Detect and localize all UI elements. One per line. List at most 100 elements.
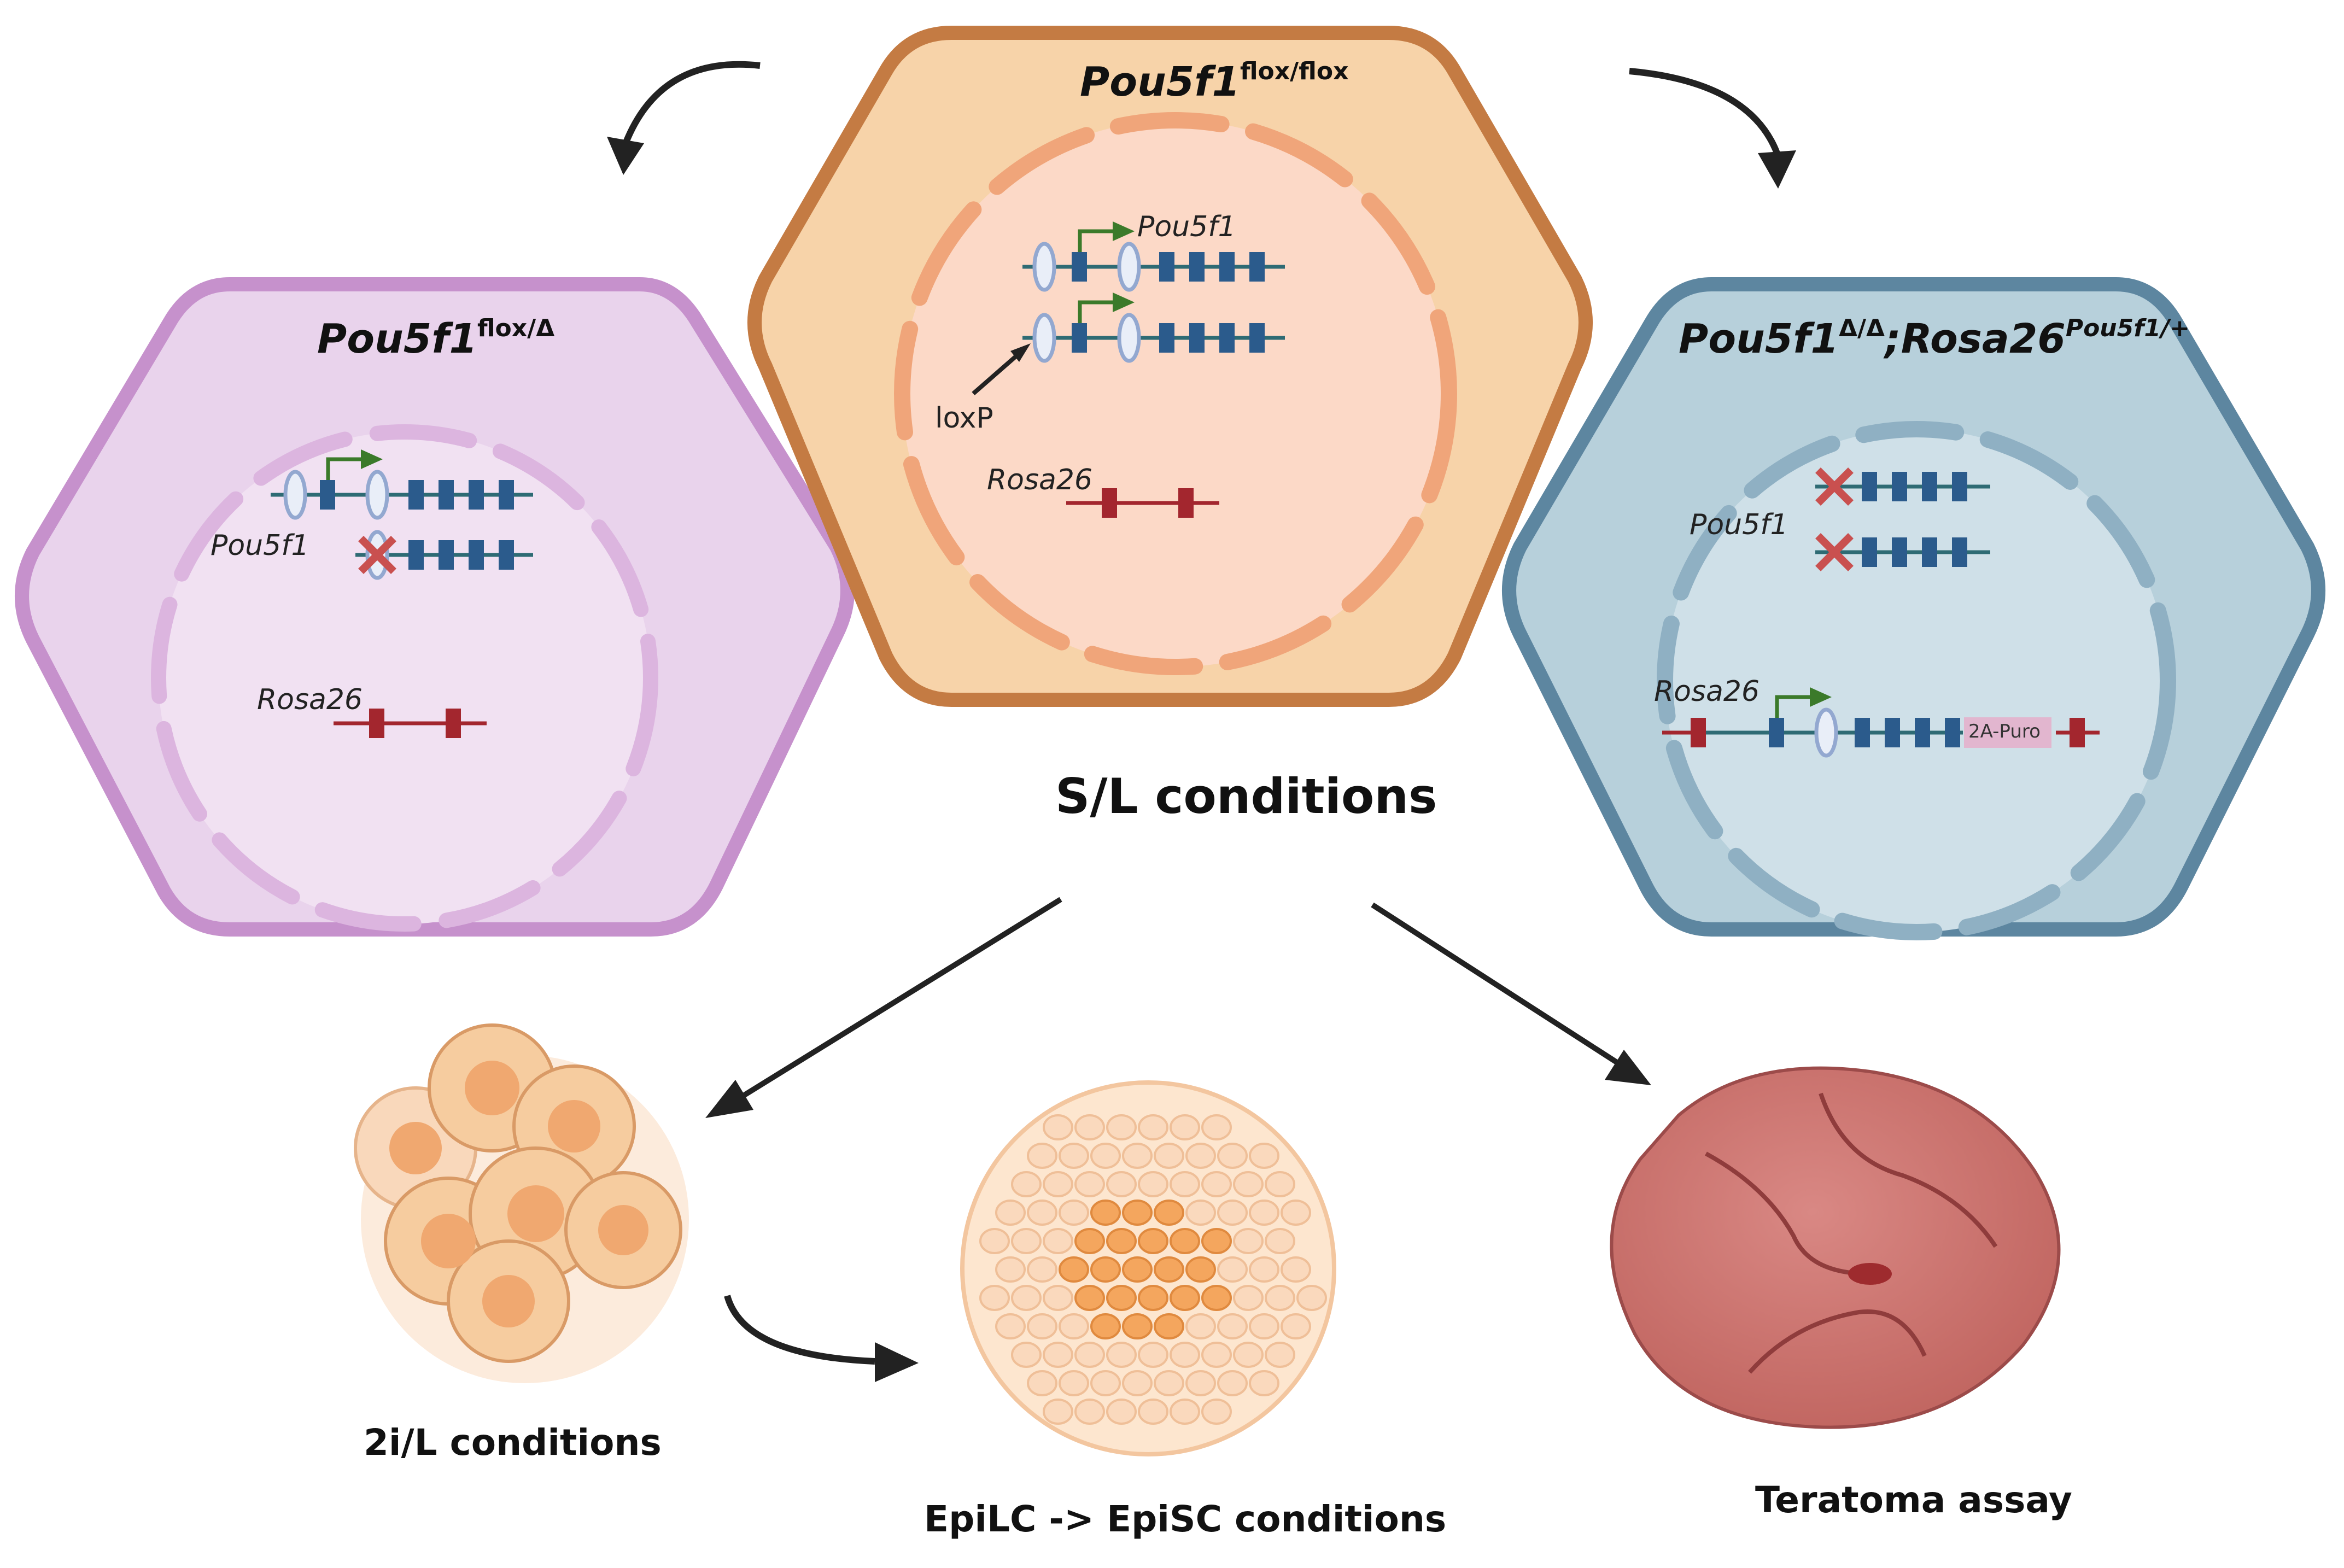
episc-cell — [1027, 1370, 1057, 1396]
episc-cell — [1074, 1114, 1105, 1140]
cell-center-rosa-label: Rosa26 — [987, 464, 1093, 496]
episc-cell — [1043, 1228, 1073, 1254]
episc-cell — [1138, 1342, 1168, 1368]
episc-cell — [1122, 1200, 1153, 1226]
promoter-arrow — [1078, 229, 1113, 252]
episc-cell — [1090, 1313, 1121, 1339]
episc-cell — [1185, 1370, 1216, 1396]
arrow-sl-to-teratoma — [1371, 902, 1651, 1085]
episc-cell — [1154, 1143, 1184, 1169]
puro-cassette — [1964, 717, 2051, 748]
cell-right-title-sup2: Pou5f1/+ — [2065, 314, 2190, 342]
episc-cell — [1106, 1342, 1137, 1368]
episc-cell — [1201, 1342, 1232, 1368]
cell-left-title-sup: flox/Δ — [477, 314, 555, 342]
episc-cell — [1122, 1313, 1153, 1339]
episc-cell — [1201, 1399, 1232, 1425]
episc-cell — [1059, 1143, 1089, 1169]
episc-cell — [1185, 1200, 1216, 1226]
cell-right-gene-label: Pou5f1 — [1690, 508, 1788, 541]
episc-cell — [1217, 1256, 1248, 1283]
episc-cell — [1281, 1200, 1311, 1226]
cell-right-allele-2 — [1815, 533, 1990, 571]
cell-left-nuclear-envelope — [151, 424, 658, 932]
teratoma-assay-label: Teratoma assay — [1755, 1479, 2072, 1521]
episc-cell — [1265, 1228, 1295, 1254]
episc-cell — [1074, 1171, 1105, 1197]
episc-cell — [1106, 1171, 1137, 1197]
episc-cell — [1059, 1313, 1089, 1339]
cell-center-allele-2 — [1022, 292, 1285, 363]
episc-cell — [1281, 1313, 1311, 1339]
episc-cell — [1154, 1313, 1184, 1339]
cell-right-nuclear-envelope — [1657, 421, 2176, 940]
arrow-sl-to-2i — [705, 897, 1062, 1118]
cell-left-rosa26-locus — [334, 709, 487, 738]
episc-cell — [1249, 1313, 1279, 1339]
arrow-center-to-right — [1629, 68, 1796, 189]
episc-cell — [1138, 1285, 1168, 1311]
episc-cell — [1138, 1114, 1168, 1140]
episc-cell — [1233, 1171, 1264, 1197]
cell-left-rosa-label: Rosa26 — [257, 683, 363, 716]
episc-cell — [1201, 1285, 1232, 1311]
episc-cell — [1043, 1399, 1073, 1425]
episc-cell — [1185, 1143, 1216, 1169]
epi-conditions-label: EpiLC -> EpiSC conditions — [924, 1498, 1447, 1540]
episc-cell — [1011, 1228, 1042, 1254]
colony-2i-illustration — [354, 1023, 689, 1383]
arrow-center-to-left — [607, 61, 761, 175]
episc-cell — [1201, 1228, 1232, 1254]
episc-cell — [1185, 1313, 1216, 1339]
episc-cell — [1265, 1285, 1295, 1311]
episc-cell — [1217, 1200, 1248, 1226]
episc-cell — [1027, 1200, 1057, 1226]
teratoma-illustration — [1610, 1066, 2061, 1429]
cell-right-title-main: Pou5f1 — [1679, 315, 1839, 362]
cell-right-title-main2: Rosa26 — [1901, 315, 2066, 362]
episc-cell — [1138, 1228, 1168, 1254]
episc-cell — [1106, 1285, 1137, 1311]
episc-cell — [1138, 1171, 1168, 1197]
episc-cell — [1170, 1171, 1200, 1197]
arrow-2i-to-epi — [724, 1295, 919, 1382]
cell-left-title-main: Pou5f1 — [317, 315, 477, 362]
cell-left-gene-label: Pou5f1 — [211, 529, 309, 562]
episc-cell — [1170, 1228, 1200, 1254]
cell-right-rosa26-transgene — [1662, 687, 2100, 758]
episc-cell — [1090, 1370, 1121, 1396]
episc-cell — [1249, 1370, 1279, 1396]
episc-cell — [1011, 1285, 1042, 1311]
cell-left-allele-1 — [271, 449, 533, 520]
episc-cell — [1217, 1143, 1248, 1169]
episc-cell — [1122, 1256, 1153, 1283]
episc-cell — [995, 1256, 1026, 1283]
cell-center-gene-label: Pou5f1 — [1137, 210, 1236, 243]
cell-center-title-sup: flox/flox — [1240, 57, 1349, 85]
episc-cell — [1296, 1285, 1327, 1311]
episc-cell — [1217, 1370, 1248, 1396]
episc-cell — [1106, 1114, 1137, 1140]
deletion-x-icon — [1815, 533, 1854, 571]
cell-center — [747, 26, 1593, 707]
deletion-x-icon — [1815, 467, 1854, 506]
cell-center-allele-1 — [1022, 221, 1285, 292]
cell-right-title-sep: ; — [1885, 315, 1901, 362]
promoter-arrow — [1775, 695, 1810, 718]
cell-right-allele-1 — [1815, 467, 1990, 506]
cell-right — [1502, 277, 2325, 940]
episc-cell — [1074, 1228, 1105, 1254]
episc-cell — [1074, 1342, 1105, 1368]
cell-center-loxp-label: loxP — [935, 402, 993, 435]
episc-cell — [1170, 1342, 1200, 1368]
episc-cell — [1043, 1342, 1073, 1368]
episc-cell — [1170, 1399, 1200, 1425]
cell-right-title: Pou5f1Δ/Δ;Rosa26Pou5f1/+ — [1679, 314, 2190, 362]
episc-cell — [1090, 1143, 1121, 1169]
episc-cell — [1059, 1370, 1089, 1396]
episc-cell — [1217, 1313, 1248, 1339]
episc-cell — [1043, 1171, 1073, 1197]
episc-cell — [1154, 1370, 1184, 1396]
cell-center-title: Pou5f1flox/flox — [1080, 57, 1348, 106]
episc-cell — [1122, 1143, 1153, 1169]
